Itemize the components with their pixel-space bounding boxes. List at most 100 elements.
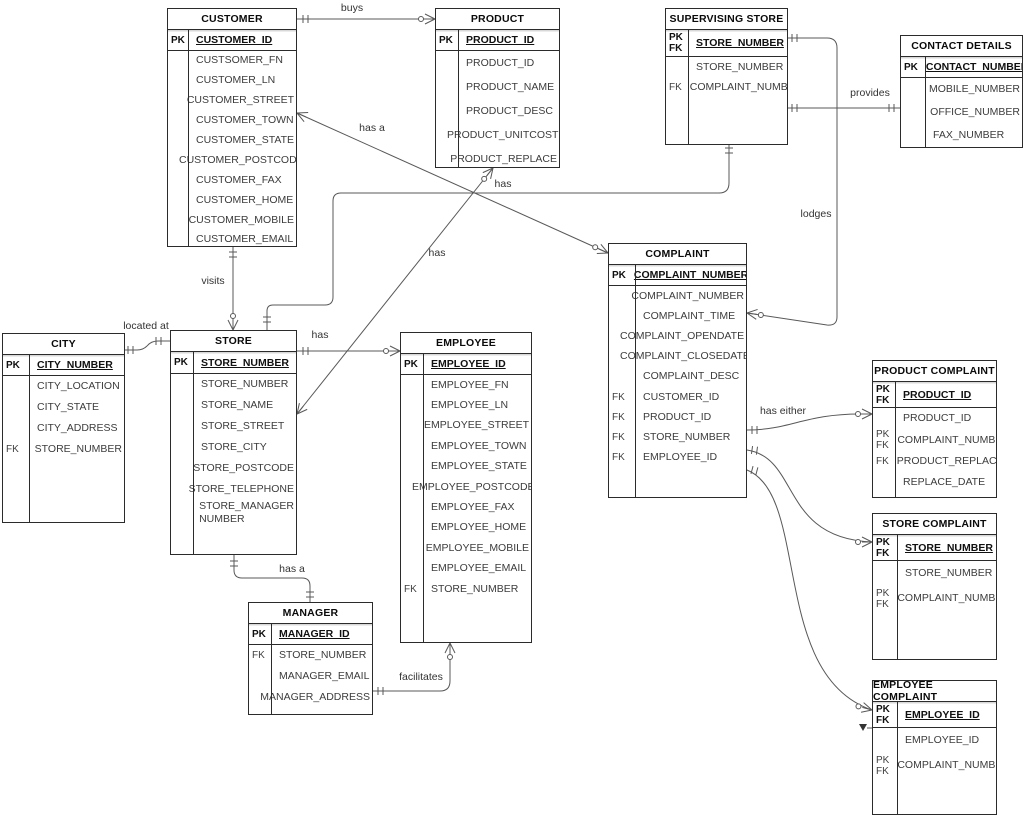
- field-name: EMPLOYEE_HOME: [431, 521, 527, 534]
- field-name: PRODUCT_DESC: [466, 104, 553, 117]
- entity-title: MANAGER: [249, 603, 372, 624]
- field-name: STORE_NUMBER: [34, 443, 122, 455]
- field-name: PRODUCT_REPLACE: [896, 455, 996, 467]
- field-name: MANAGER_ADDRESS: [260, 691, 370, 703]
- field-name: STORE_MANAGER NUMBER: [199, 500, 294, 525]
- field-row: EMPLOYEE_FN: [401, 375, 531, 395]
- field-row: COMPLAINT_OPENDATE: [609, 326, 746, 346]
- field-name: EMPLOYEE_STREET: [423, 419, 529, 432]
- field-row: PRODUCT_ID: [436, 51, 559, 75]
- relationship-label-located-at: located at: [123, 320, 169, 332]
- relationship-line-store-has-a-manager: [233, 555, 311, 602]
- field-row: MANAGER_EMAIL: [249, 666, 372, 687]
- relationship-label-lodges: lodges: [800, 208, 832, 220]
- field-name: CUSTOMER_STREET: [186, 94, 294, 107]
- primary-key-name: PRODUCT_ID: [466, 34, 535, 46]
- field-name: CUSTOMER_EMAIL: [196, 233, 294, 246]
- field-row: STORE_NUMBER: [171, 374, 296, 395]
- field-row: COMPLAINT_CLOSEDATE: [609, 347, 746, 367]
- key-flag: PK: [174, 357, 188, 368]
- field-row: PRODUCT_REPLACE: [436, 147, 559, 167]
- field-name: STORE_CITY: [201, 441, 267, 453]
- field-name: EMPLOYEE_LN: [431, 399, 509, 412]
- field-name: STORE_NUMBER: [201, 378, 289, 390]
- field-name: COMPLAINT_NUMBER: [689, 80, 787, 93]
- key-flag: PK FK: [876, 703, 890, 726]
- entity-title: SUPERVISING STORE: [666, 9, 787, 30]
- key-flag: PK: [904, 61, 918, 73]
- relationship-line-customer-has-a-complaint: [296, 112, 609, 254]
- primary-key-name: EMPLOYEE_ID: [905, 708, 980, 721]
- primary-key-name: CUSTOMER_ID: [196, 34, 273, 46]
- key-flag: PK FK: [876, 754, 890, 777]
- field-name: EMPLOYEE_STATE: [431, 460, 527, 473]
- entity-title: PRODUCT: [436, 9, 559, 30]
- primary-key-name: MANAGER_ID: [279, 628, 350, 640]
- field-row: PRODUCT_UNITCOST: [436, 123, 559, 147]
- field-name: CUSTOMER_TOWN: [196, 114, 294, 127]
- key-flag: PK FK: [876, 587, 890, 610]
- field-name: CUSTOMER_STATE: [195, 134, 294, 146]
- primary-key-name: STORE_NUMBER: [201, 356, 289, 369]
- field-name: CUSTSOMER_FN: [196, 54, 283, 67]
- entity-title: STORE: [171, 331, 296, 352]
- primary-key-name: COMPLAINT_NUMBER: [633, 269, 746, 281]
- field-row: CITY_STATE: [3, 397, 124, 418]
- field-name: PRODUCT_ID: [466, 56, 535, 69]
- field-row: EMPLOYEE_TOWN: [401, 436, 531, 456]
- field-row: STORE_CITY: [171, 437, 296, 458]
- field-name: EMPLOYEE_FN: [431, 378, 509, 391]
- primary-key-row: PK FK EMPLOYEE_ID: [873, 702, 996, 728]
- field-name: EMPLOYEE_FAX: [431, 501, 515, 514]
- key-flag: FK: [612, 411, 625, 423]
- primary-key-name: EMPLOYEE_ID: [431, 358, 506, 370]
- field-name: COMPLAINT_DESC: [643, 370, 740, 383]
- field-row: EMPLOYEE_POSTCODE: [401, 477, 531, 497]
- cardinality-markers: [127, 13, 895, 713]
- field-row: COMPLAINT_TIME: [609, 306, 746, 326]
- field-row: CUSTOMER_EMAIL: [168, 230, 296, 246]
- entity-title: CUSTOMER: [168, 9, 296, 30]
- field-name: CUSTOMER_HOME: [196, 193, 294, 206]
- field-row: CUSTOMER_STATE: [168, 131, 296, 151]
- field-name: COMPLAINT_NUMBER: [897, 592, 996, 604]
- field-name: EMPLOYEE_EMAIL: [431, 562, 527, 575]
- field-name: FAX_NUMBER: [933, 129, 1005, 141]
- key-flag: PK: [171, 34, 185, 46]
- field-name: PRODUCT_UNITCOST: [447, 128, 559, 141]
- primary-key-row: PK PRODUCT_ID: [436, 30, 559, 51]
- entity-title: STORE COMPLAINT: [873, 514, 996, 535]
- relationship-line-has-either-employee-complaint: [746, 469, 873, 711]
- field-name: OFFICE_NUMBER: [930, 106, 1020, 118]
- entity-title: EMPLOYEE: [401, 333, 531, 354]
- field-row: CITY_LOCATION: [3, 376, 124, 397]
- entity-body: PK CUSTOMER_ID CUSTSOMER_FN CUSTOMER_LN CUST…: [168, 30, 296, 246]
- key-flag: PK FK: [876, 383, 890, 406]
- field-row: CUSTOMER_HOME: [168, 190, 296, 210]
- primary-key-row: PK STORE_NUMBER: [171, 352, 296, 374]
- key-flag: PK: [439, 34, 453, 46]
- field-name: CUSTOMER_LN: [196, 74, 276, 87]
- field-name: STORE_NUMBER: [431, 582, 519, 595]
